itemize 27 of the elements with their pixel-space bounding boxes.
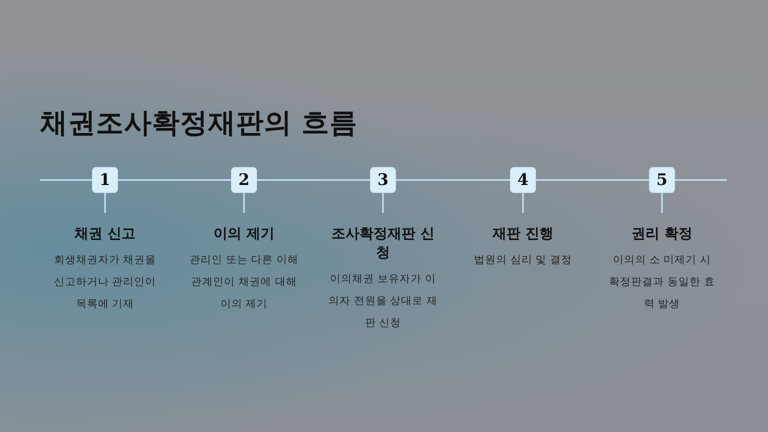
timeline-line bbox=[118, 179, 231, 181]
timeline-line bbox=[536, 179, 649, 181]
number-box: 3 bbox=[370, 167, 396, 193]
step-heading: 이의 제기 bbox=[212, 225, 276, 244]
number-box: 5 bbox=[649, 167, 675, 193]
step-heading: 조사확정재판 신청 bbox=[332, 225, 434, 263]
number-box: 1 bbox=[92, 167, 118, 193]
connector-line bbox=[104, 193, 106, 213]
number-box: 4 bbox=[510, 167, 536, 193]
step-description: 이의채권 보유자가 이의자 전원을 상대로 재판 신청 bbox=[327, 272, 438, 331]
number-box: 2 bbox=[231, 167, 257, 193]
step-heading: 권리 확정 bbox=[630, 225, 694, 244]
step-heading: 채권 신고 bbox=[74, 225, 136, 244]
connector-line bbox=[382, 193, 384, 213]
timeline-line bbox=[257, 179, 370, 181]
connector-line bbox=[522, 193, 524, 213]
step-description: 관리인 또는 다른 이해 관계인이 채권에 대해 이의 제기 bbox=[189, 253, 299, 312]
connector-line bbox=[661, 193, 663, 213]
step-description: 회생채권자가 채권을 신고하거나 관리인이 목록에 기재 bbox=[54, 253, 156, 312]
step-description: 법원의 심리 및 결정 bbox=[472, 253, 573, 268]
timeline-line bbox=[396, 179, 510, 181]
connector-line bbox=[243, 193, 245, 213]
step-description: 이의의 소 미제기 시 확정판결과 동일한 효력 발생 bbox=[608, 253, 716, 312]
step-heading: 재판 진행 bbox=[491, 225, 554, 244]
timeline-line bbox=[675, 179, 727, 181]
timeline-line bbox=[40, 179, 92, 181]
title: 채권조사확정재판의 흐름 bbox=[40, 106, 358, 141]
